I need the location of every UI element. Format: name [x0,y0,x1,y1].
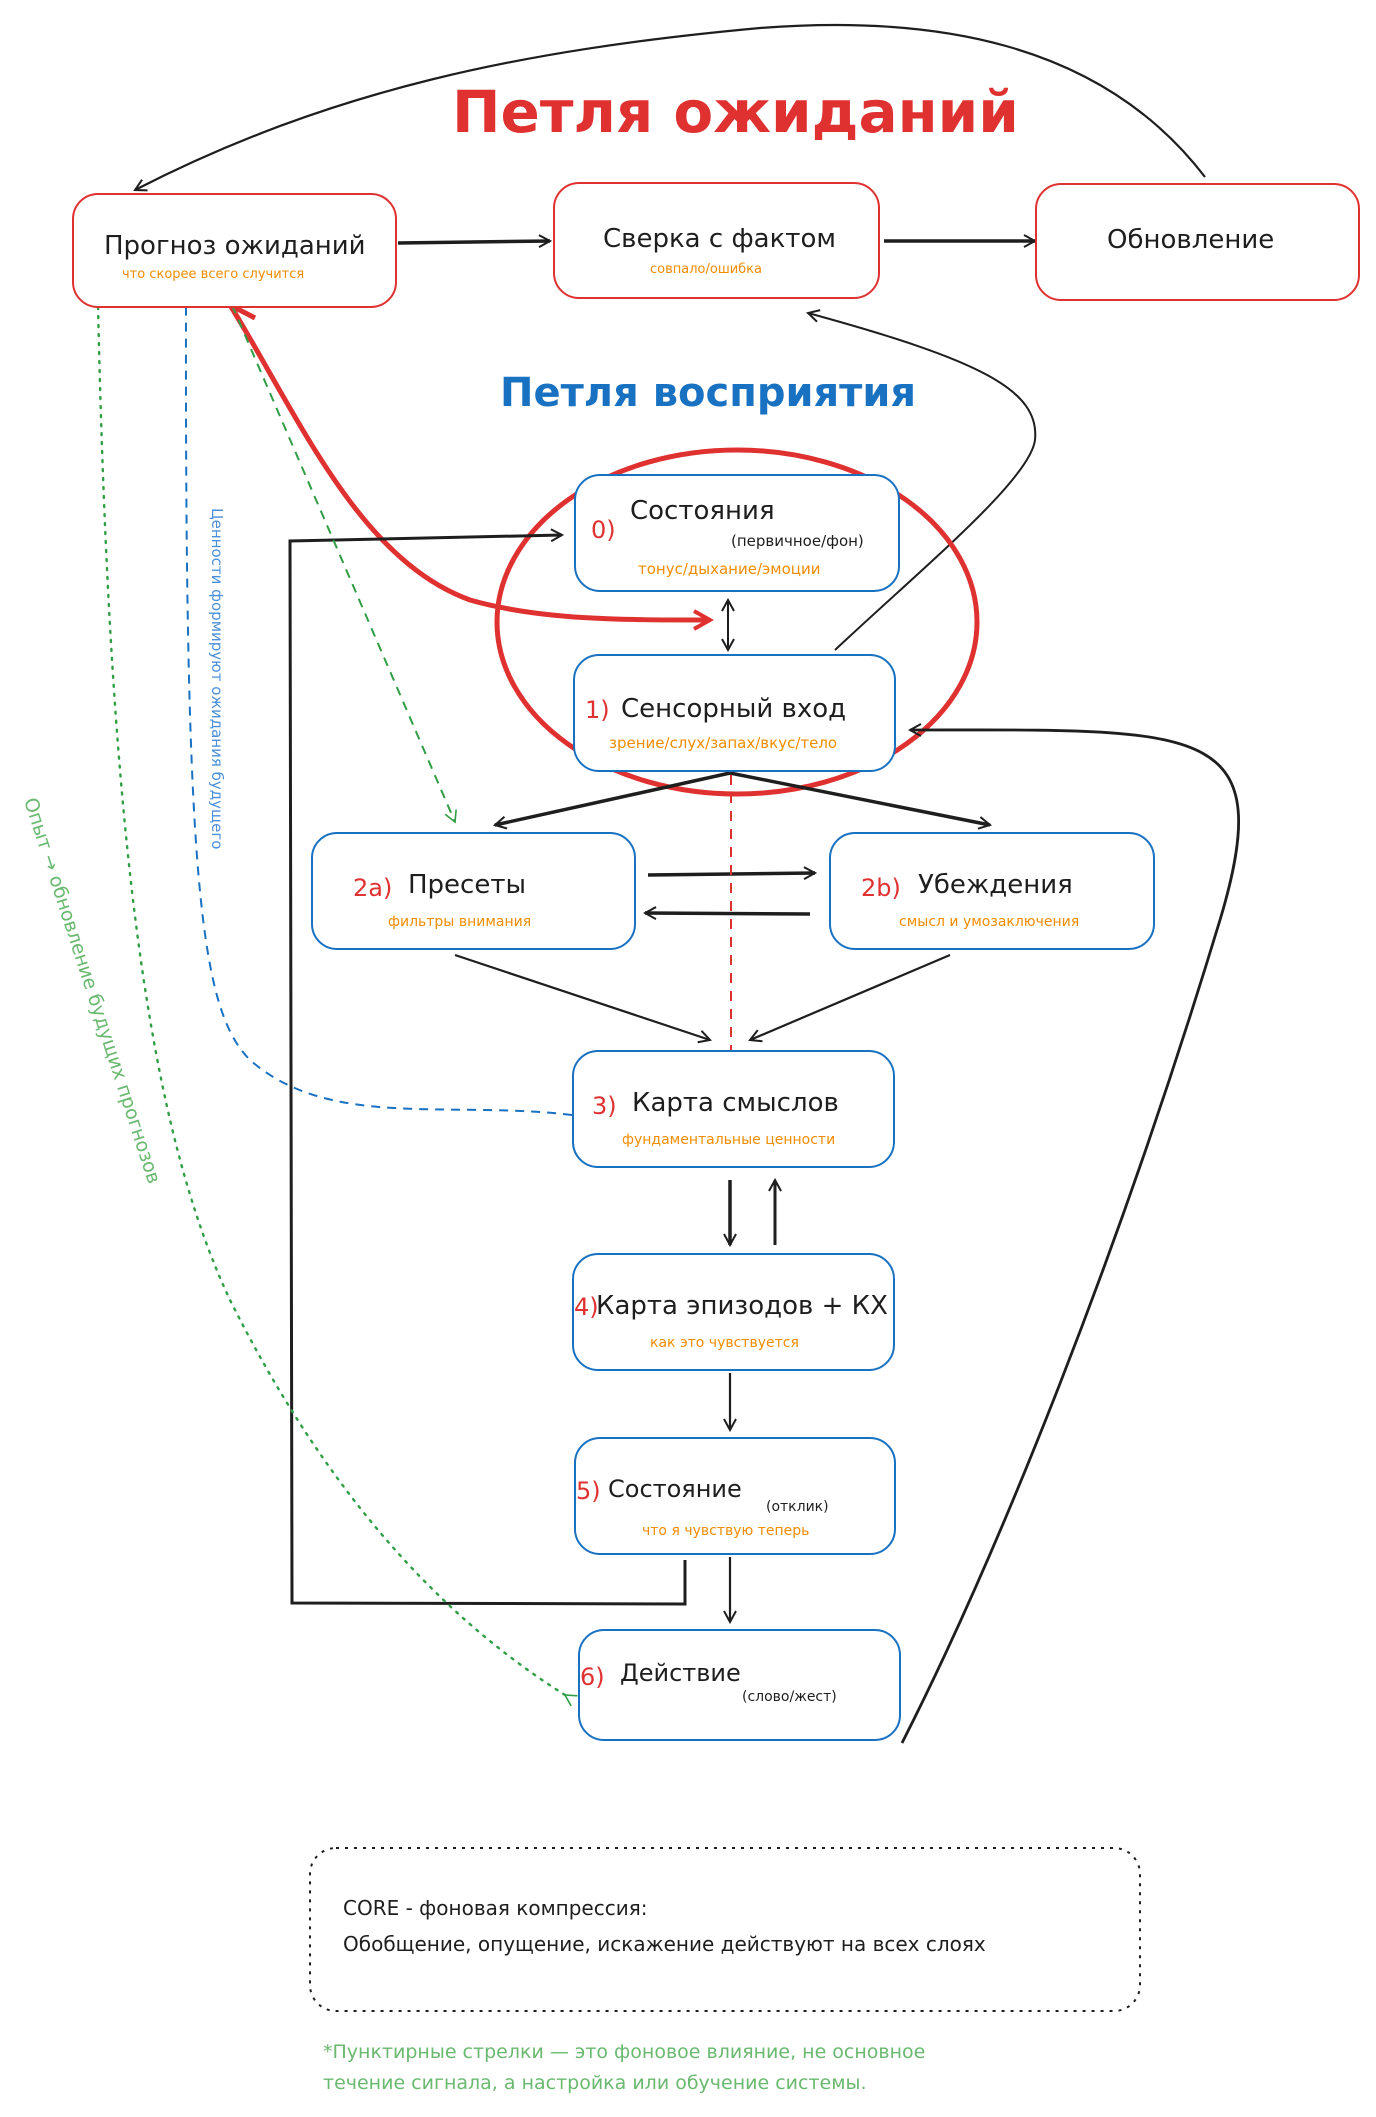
node-episode-map[interactable]: 4) Карта эпизодов + КХ как это чувствует… [572,1253,895,1371]
node-episode-map-num: 4) [574,1293,599,1321]
node-beliefs-sub: смысл и умозаключения [899,914,1080,930]
arrow-sensory-to-presets [495,771,731,825]
node-episode-map-label: Карта эпизодов + КХ [596,1291,888,1321]
dashed-forecast-to-presets [231,304,457,824]
node-update-label: Обновление [1107,225,1275,255]
node-states[interactable]: 0) Состояния (первичное/фон) тонус/дыхан… [574,474,900,592]
node-check-label: Сверка с фактом [603,224,836,254]
node-presets-sub: фильтры внимания [388,914,532,930]
node-states-sub: тонус/дыхание/эмоции [638,560,821,578]
footnote-line-2: течение сигнала, а настройка или обучени… [323,2072,867,2094]
arrow-presets-to-beliefs [647,873,815,875]
node-presets[interactable]: 2a) Пресеты фильтры внимания [311,832,636,950]
node-state-response-note: (отклик) [766,1499,829,1515]
dotted-action-to-forecast [96,303,578,1707]
arrow-presets-to-meaning [454,953,710,1040]
node-action[interactable]: 6) Действие (слово/жест) [578,1629,901,1741]
values-side-label: Ценности формируют ожидания будущего [208,508,226,850]
node-forecast-label: Прогноз ожиданий [104,231,366,261]
node-sensory-label: Сенсорный вход [621,694,847,724]
node-forecast-sub: что скорее всего случится [122,267,305,282]
node-update[interactable]: Обновление [1035,183,1360,301]
node-meaning-map-num: 3) [592,1092,617,1120]
node-check[interactable]: Сверка с фактом совпало/ошибка [553,182,880,299]
node-states-note: (первичное/фон) [731,532,864,550]
dashed-meaning-to-forecast [184,304,573,1116]
perception-loop-title: Петля восприятия [500,370,917,416]
node-sensory-num: 1) [585,696,610,724]
core-line-2: Обобщение, опущение, искажение действуют… [343,1932,986,1956]
node-state-response-label: Состояние [608,1475,742,1503]
node-forecast[interactable]: Прогноз ожиданий что скорее всего случит… [72,193,397,308]
node-sensory-sub: зрение/слух/запах/вкус/тело [609,734,838,752]
node-state-response-num: 5) [576,1477,601,1505]
arrow-forecast-to-check [397,241,550,243]
node-state-response-sub: что я чувствую теперь [642,1523,810,1539]
node-action-num: 6) [580,1663,605,1691]
footnote-line-1: *Пунктирные стрелки — это фоновое влияни… [323,2041,926,2063]
arrow-sensory-to-beliefs [729,771,990,825]
node-episode-map-sub: как это чувствуется [650,1335,799,1351]
core-box-border [309,1847,1141,2012]
node-state-response[interactable]: 5) Состояние (отклик) что я чувствую теп… [574,1437,896,1555]
node-beliefs-num: 2b) [861,874,901,902]
arrow-beliefs-to-presets [645,913,811,914]
node-meaning-map-label: Карта смыслов [632,1088,839,1118]
node-states-num: 0) [591,516,616,544]
node-beliefs-label: Убеждения [918,870,1073,900]
core-line-1: CORE - фоновая компрессия: [343,1896,648,1920]
node-meaning-map-sub: фундаментальные ценности [622,1132,836,1148]
node-presets-num: 2a) [353,874,393,902]
red-arrow-forecast-head [223,298,257,332]
node-check-sub: совпало/ошибка [650,262,763,277]
node-beliefs[interactable]: 2b) Убеждения смысл и умозаключения [829,832,1155,950]
arrow-beliefs-to-meaning [750,953,951,1040]
node-presets-label: Пресеты [408,870,527,900]
node-action-label: Действие [620,1659,741,1687]
node-states-label: Состояния [630,496,775,526]
node-meaning-map[interactable]: 3) Карта смыслов фундаментальные ценност… [572,1050,895,1168]
node-sensory[interactable]: 1) Сенсорный вход зрение/слух/запах/вкус… [573,654,896,772]
node-action-note: (слово/жест) [742,1689,837,1705]
experience-side-label: Опыт → обновление будущих прогнозов [19,795,165,1187]
expectation-loop-title: Петля ожиданий [452,78,1019,146]
